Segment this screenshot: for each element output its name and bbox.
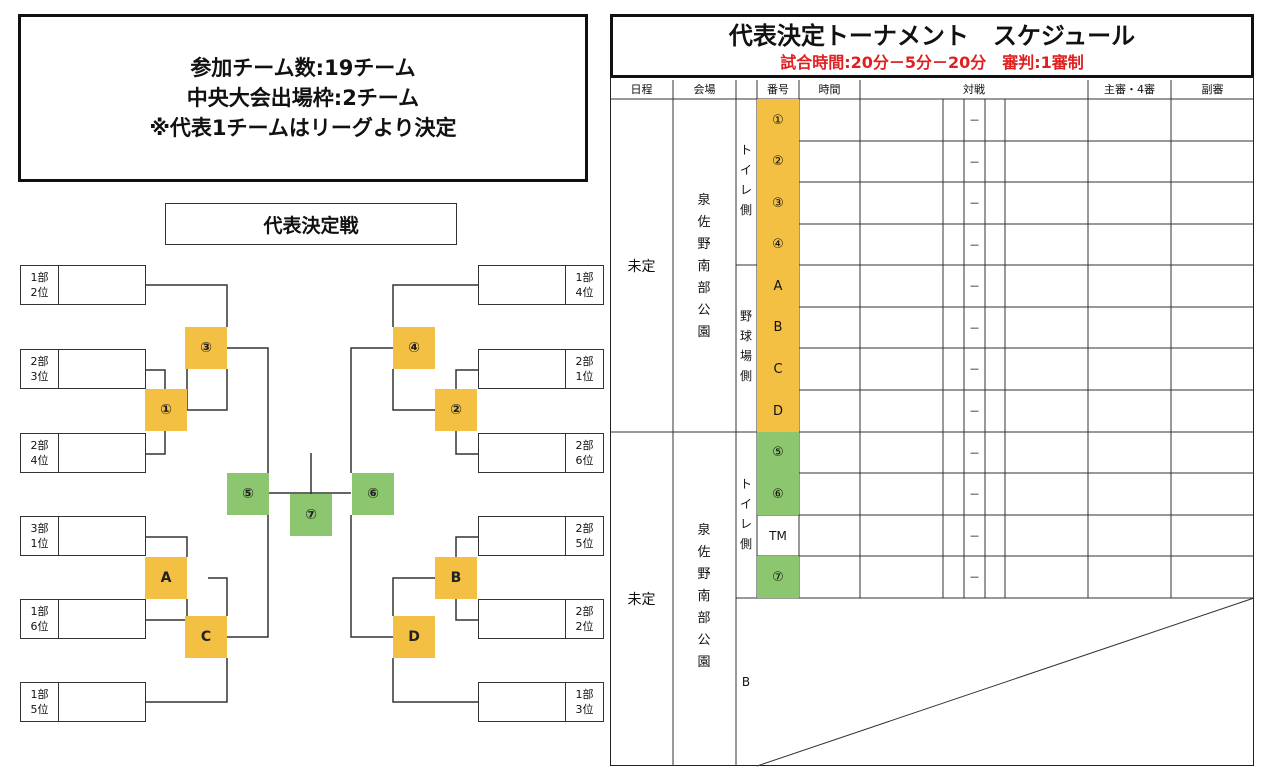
match-node-4: ④	[393, 327, 435, 369]
match-node-5: ⑤	[227, 473, 269, 515]
row-dash-3: －	[969, 197, 980, 210]
row-dash-C: －	[969, 363, 980, 376]
row-number-3: ③	[757, 182, 799, 224]
seed-rank: 2位	[30, 286, 49, 299]
block2-side-toilet: トイレ側	[739, 477, 752, 551]
central-slots: 中央大会出場枠:2チーム	[186, 86, 420, 110]
match-node-B: B	[435, 557, 477, 599]
seed-div: 1部	[575, 271, 594, 284]
bracket-title: 代表決定戦	[165, 203, 457, 245]
col-date: 日程	[630, 83, 653, 96]
block1-side-toilet: トイレ側	[739, 143, 752, 217]
col-assistant-referee: 副審	[1201, 83, 1224, 96]
schedule-subtitle: 試合時間:20分－5分－20分 審判:1審制	[780, 53, 1084, 72]
seed-rank: 3位	[575, 703, 594, 716]
seed-div: 1部	[575, 688, 594, 701]
seed-div: 2部	[575, 522, 594, 535]
seed-div: 1部	[30, 688, 49, 701]
block1-side-baseball: 野球場側	[739, 309, 752, 383]
seed-div: 1部	[30, 605, 49, 618]
seed-div: 2部	[575, 355, 594, 368]
seed-rank: 4位	[30, 454, 49, 467]
row-number-B: B	[757, 307, 799, 348]
seed-rank: 6位	[30, 620, 49, 633]
row-number-C: C	[757, 348, 799, 390]
block2-date: 未定	[627, 592, 656, 608]
row-dash-5: －	[969, 446, 980, 460]
seed-rank: 2位	[575, 620, 594, 633]
row-dash-4: －	[969, 238, 980, 252]
row-number-5: ⑤	[757, 432, 799, 473]
row-dash-7: －	[969, 571, 980, 584]
row-number-tm: TM	[769, 528, 787, 543]
block1-venue: 泉佐野南部公園	[697, 193, 711, 340]
schedule-title: 代表決定トーナメント スケジュール	[728, 22, 1136, 50]
seed-div: 3部	[30, 522, 49, 535]
match-node-7: ⑦	[290, 494, 332, 536]
match-node-C: C	[185, 616, 227, 658]
match-node-3: ③	[185, 327, 227, 369]
league-note: ※代表1チームはリーグより決定	[149, 116, 457, 140]
match-node-1: ①	[145, 389, 187, 431]
team-count: 参加チーム数:19チーム	[190, 56, 416, 80]
seed-rank: 6位	[575, 454, 594, 467]
row-number-2: ②	[757, 141, 799, 182]
col-chief-referee: 主審・4審	[1104, 83, 1155, 96]
col-venue: 会場	[693, 83, 716, 96]
seed-div: 2部	[30, 439, 49, 452]
row-dash-tm: －	[969, 529, 980, 543]
col-match: 対戦	[963, 83, 985, 96]
row-dash-6: －	[969, 488, 980, 501]
row-dash-1: －	[969, 114, 980, 127]
schedule-header: 代表決定トーナメント スケジュール 試合時間:20分－5分－20分 審判:1審制	[610, 14, 1254, 78]
seed-rank: 5位	[30, 703, 49, 716]
seed-div: 2部	[575, 605, 594, 618]
row-dash-D: －	[969, 405, 980, 418]
row-number-4: ④	[757, 224, 799, 265]
match-node-A: A	[145, 557, 187, 599]
row-number-A: A	[757, 265, 799, 307]
row-number-1: ①	[757, 99, 799, 141]
row-dash-A: －	[969, 280, 980, 293]
seed-div: 2部	[30, 355, 49, 368]
row-number-7: ⑦	[757, 556, 799, 598]
seed-rank: 3位	[30, 370, 49, 383]
row-number-D: D	[757, 390, 799, 432]
block2-venue: 泉佐野南部公園	[697, 523, 711, 670]
seed-rank: 1位	[575, 370, 594, 383]
match-node-2: ②	[435, 389, 477, 431]
seed-rank: 4位	[575, 286, 594, 299]
match-node-6: ⑥	[352, 473, 394, 515]
match-node-D: D	[393, 616, 435, 658]
seed-rank: 1位	[30, 537, 49, 550]
seed-rank: 5位	[575, 537, 594, 550]
seed-div: 2部	[575, 439, 594, 452]
seed-div: 1部	[30, 271, 49, 284]
info-box: 参加チーム数:19チーム 中央大会出場枠:2チーム ※代表1チームはリーグより決…	[18, 14, 588, 182]
row-dash-B: －	[969, 321, 980, 335]
block2-side-b: B	[741, 675, 751, 689]
row-number-6: ⑥	[757, 473, 799, 515]
col-number: 番号	[767, 83, 789, 96]
block1-date: 未定	[627, 258, 656, 275]
row-dash-2: －	[969, 155, 980, 169]
col-time: 時間	[818, 83, 841, 96]
